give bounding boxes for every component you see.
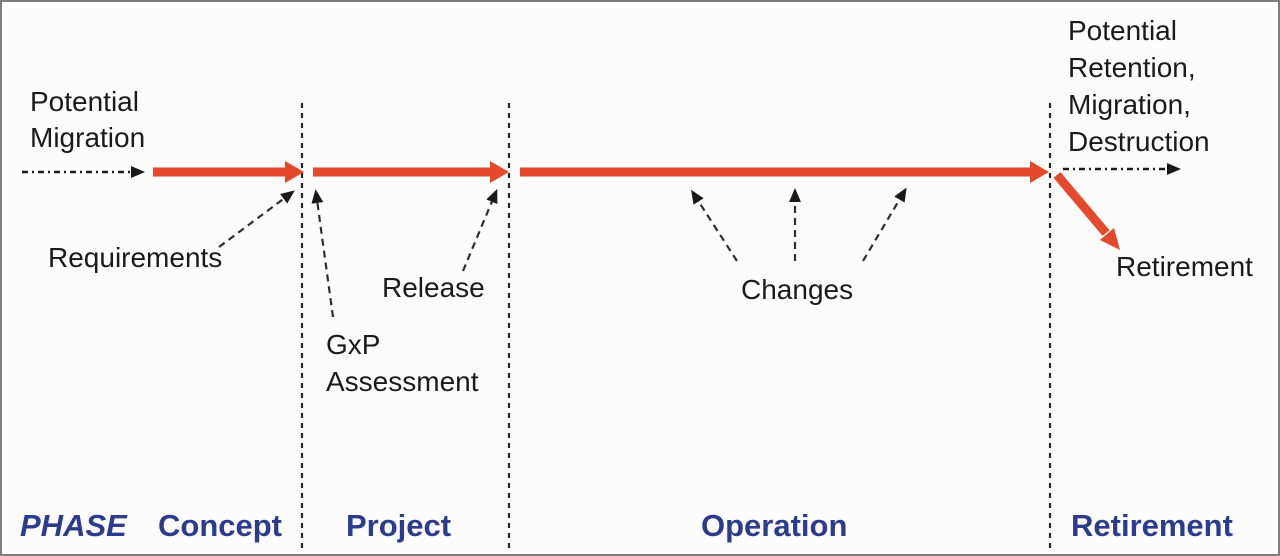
potential-migration-line1: Potential — [30, 86, 139, 117]
red-timeline-arrow-project — [313, 161, 509, 183]
red-timeline-arrow-concept — [153, 161, 304, 183]
red-retirement-diagonal-arrow — [1053, 172, 1120, 250]
phase-label-project: Project — [346, 508, 452, 543]
potential-retention-line1: Potential — [1068, 15, 1177, 46]
potential-retention-label: Potential Retention, Migration, Destruct… — [1068, 12, 1210, 160]
gxp-assessment-line2: Assessment — [326, 366, 479, 397]
release-pointer-arrow — [461, 188, 498, 272]
potential-retention-line2: Retention, — [1068, 52, 1196, 83]
red-timeline-arrow-operation — [520, 161, 1049, 183]
phase-label-retirement: Retirement — [1071, 508, 1233, 543]
requirements-pointer-arrow — [218, 190, 295, 248]
potential-migration-label: Potential Migration — [30, 84, 145, 156]
gxp-assessment-label: GxP Assessment — [326, 326, 479, 400]
phase-row-heading: PHASE — [20, 508, 127, 543]
potential-retention-line3: Migration, — [1068, 89, 1191, 120]
phase-label-operation: Operation — [701, 508, 848, 543]
release-label: Release — [382, 272, 485, 303]
requirements-label: Requirements — [48, 242, 223, 273]
changes-pointer-arrow-right — [862, 187, 907, 262]
retirement-annotation-label: Retirement — [1116, 251, 1253, 282]
gxp-assessment-line1: GxP — [326, 329, 381, 360]
changes-pointer-arrow-left — [691, 189, 738, 262]
potential-retention-line4: Destruction — [1068, 126, 1210, 157]
phase-label-concept: Concept — [158, 508, 282, 543]
gxp-assessment-pointer-arrow — [311, 189, 335, 318]
potential-migration-line2: Migration — [30, 122, 146, 153]
changes-label: Changes — [741, 274, 854, 305]
